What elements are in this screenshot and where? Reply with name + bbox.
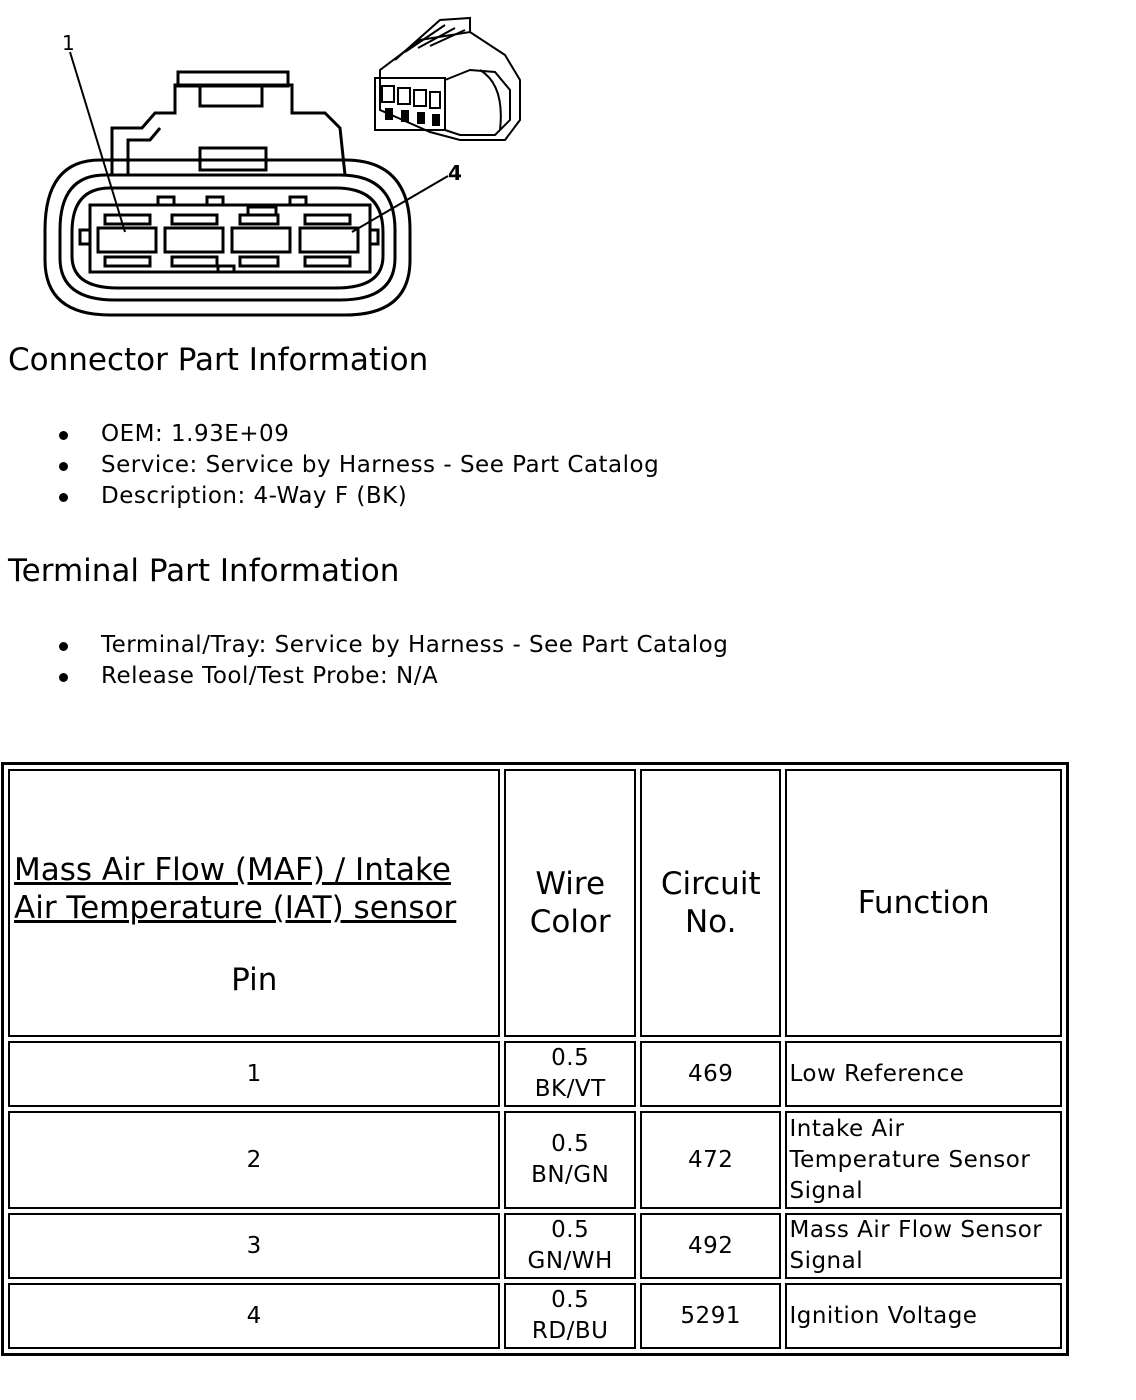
circuit-cell: 472 [639, 1111, 782, 1209]
wire-size: 0.5 [551, 1217, 590, 1243]
table-title: Mass Air Flow (MAF) / Intake Air Tempera… [14, 852, 457, 926]
wire-size: 0.5 [551, 1131, 590, 1157]
wire-color: GN/WH [527, 1248, 613, 1274]
cavity-2 [163, 226, 225, 254]
pin-cell: 1 [8, 1041, 501, 1107]
wire-color: BK/VT [534, 1076, 606, 1102]
cavity-3 [230, 226, 292, 254]
callout-4-leader [351, 175, 449, 233]
connector-oem-item: OEM: 1.93E+09 [55, 419, 659, 450]
pin-cell: 3 [8, 1213, 501, 1279]
callout-1-label: 1 [62, 31, 75, 55]
circuit-header: Circuit No. [639, 769, 782, 1037]
pin-table: Mass Air Flow (MAF) / Intake Air Tempera… [1, 762, 1069, 1356]
connector-diagram: 1 4 [0, 0, 560, 330]
table-title-cell: Mass Air Flow (MAF) / Intake Air Tempera… [8, 769, 501, 1037]
connector-info-list: OEM: 1.93E+09 Service: Service by Harnes… [55, 419, 659, 512]
connector-service-item: Service: Service by Harness - See Part C… [55, 450, 659, 481]
circuit-cell: 492 [639, 1213, 782, 1279]
cavity-4 [298, 226, 360, 254]
circuit-cell: 5291 [639, 1283, 782, 1349]
wire-size: 0.5 [551, 1287, 590, 1313]
wire-size: 0.5 [551, 1045, 590, 1071]
pin-column-header: Pin [231, 962, 278, 998]
callout-1-leader [69, 51, 126, 233]
connector-drawing: 1 4 [43, 16, 521, 317]
circuit-cell: 469 [639, 1041, 782, 1107]
connector-description-item: Description: 4-Way F (BK) [55, 481, 659, 512]
wire-color-header: Wire Color [504, 769, 636, 1037]
connector-info-heading: Connector Part Information [8, 342, 429, 378]
wire-color: RD/BU [531, 1318, 609, 1344]
function-cell: Low Reference [785, 1041, 1062, 1107]
function-cell: Mass Air Flow Sensor Signal [785, 1213, 1062, 1279]
release-tool-item: Release Tool/Test Probe: N/A [55, 661, 728, 692]
terminal-info-list: Terminal/Tray: Service by Harness - See … [55, 630, 728, 692]
terminal-info-heading: Terminal Part Information [8, 553, 400, 589]
function-cell: Ignition Voltage [785, 1283, 1062, 1349]
connector-thumbnail [374, 16, 521, 141]
pin-cell: 2 [8, 1111, 501, 1209]
pin-cell: 4 [8, 1283, 501, 1349]
connector-latch [110, 83, 347, 176]
connector-inner-shell [58, 173, 397, 302]
cavity-1 [96, 226, 158, 254]
wire-color: BN/GN [531, 1162, 610, 1188]
callout-4-label: 4 [448, 161, 462, 185]
function-header: Function [785, 769, 1062, 1037]
connector-outer-shell [43, 158, 412, 317]
function-cell: Intake Air Temperature Sensor Signal [785, 1111, 1062, 1209]
terminal-tray-item: Terminal/Tray: Service by Harness - See … [55, 630, 728, 661]
table-header-row: Mass Air Flow (MAF) / Intake Air Tempera… [8, 769, 1062, 1037]
